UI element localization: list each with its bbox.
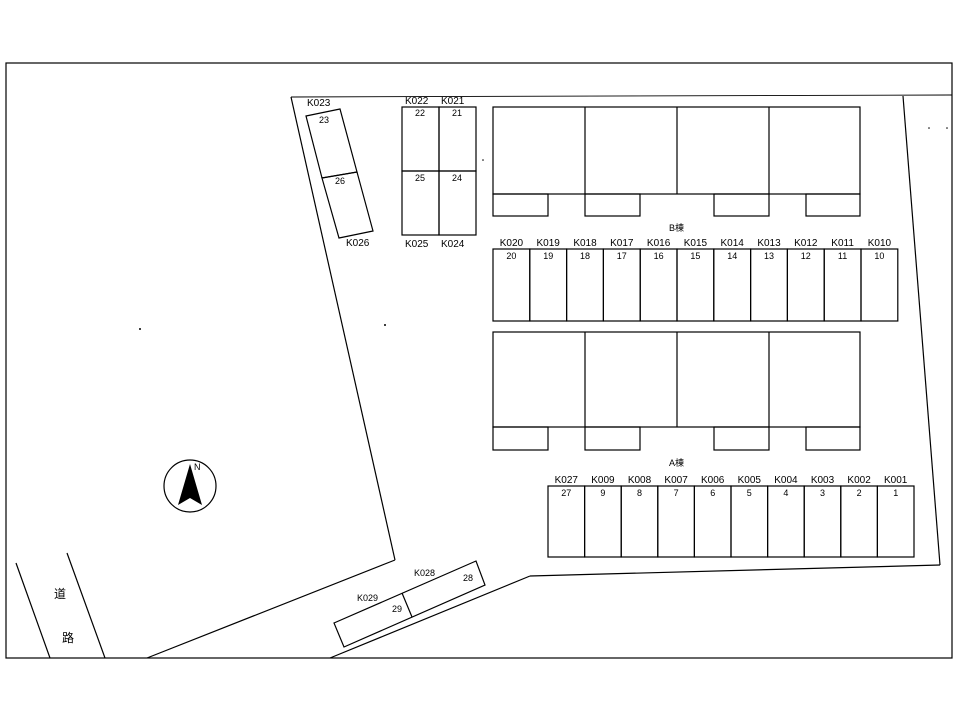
space-code-k001: K001 [884,475,908,486]
space-code-k017: K017 [610,238,634,249]
space-code-k014: K014 [721,238,745,249]
parking-space-1 [876,485,915,558]
space-code-k010: K010 [868,238,892,249]
lot-boundary-west [290,96,396,561]
parking-space-26 [321,171,374,239]
parking-space-23 [305,108,358,179]
space-code-k008: K008 [628,475,652,486]
space-number-1: 1 [893,488,898,498]
space-code-k007: K007 [664,475,688,486]
space-code-k020: K020 [500,238,524,249]
space-code-k009: K009 [591,475,615,486]
space-code-k021: K021 [441,96,465,107]
space-number-17: 17 [617,251,627,261]
space-code-k019: K019 [537,238,561,249]
space-number-27: 27 [561,488,571,498]
lot-boundary-top [290,94,953,98]
building-a [492,331,861,451]
lot-boundary-southwest [146,559,396,659]
parking-pair-bottom [333,560,486,648]
road-edge-right [66,552,106,659]
parking-space-10 [860,248,899,322]
lot-boundary-south [529,564,941,577]
space-number-22: 22 [415,108,425,118]
map-dot [139,328,141,330]
svg-text:N: N [194,462,201,472]
building-a-label: A棟 [669,457,684,468]
space-number-7: 7 [674,488,679,498]
lot-boundary-south-diagonal [329,575,531,659]
space-code-k026: K026 [346,238,370,249]
space-code-k011: K011 [831,238,854,249]
space-number-6: 6 [710,488,715,498]
space-code-k004: K004 [774,475,798,486]
space-number-8: 8 [637,488,642,498]
space-number-20: 20 [506,251,516,261]
space-number-15: 15 [690,251,700,261]
space-number-26: 26 [335,176,345,186]
space-number-11: 11 [838,251,847,261]
space-code-k029: K029 [357,593,378,603]
space-code-k002: K002 [847,475,871,486]
space-number-12: 12 [801,251,811,261]
space-code-k027: K027 [555,475,579,486]
parking-space-24 [438,170,477,236]
space-number-19: 19 [543,251,553,261]
north-compass-icon: N [163,459,217,513]
space-code-k013: K013 [757,238,781,249]
space-code-k024: K024 [441,239,465,250]
space-number-4: 4 [783,488,788,498]
map-dot [384,324,386,326]
space-number-21: 21 [452,108,462,118]
lot-boundary-east [902,95,941,566]
road-label-1: 道 [54,587,66,601]
space-number-23: 23 [319,115,329,125]
building-b [492,106,861,217]
space-number-29: 29 [392,604,402,614]
space-code-k023: K023 [307,98,331,109]
road-edge-left [15,562,51,659]
space-code-k018: K018 [573,238,597,249]
map-dot [946,127,948,129]
parking-row-a: K027 27 K009 9 K008 8 K007 7 K006 6 K005 5 K004 4 K003… [547,475,915,558]
space-number-3: 3 [820,488,825,498]
space-code-k012: K012 [794,238,818,249]
space-code-k003: K003 [811,475,835,486]
space-number-28: 28 [463,573,473,583]
space-number-13: 13 [764,251,774,261]
space-number-9: 9 [600,488,605,498]
space-number-16: 16 [654,251,664,261]
space-code-k005: K005 [738,475,762,486]
building-b-label: B棟 [669,222,684,233]
space-number-2: 2 [857,488,862,498]
map-dot [482,159,484,161]
space-code-k015: K015 [684,238,708,249]
map-dot [928,127,930,129]
space-number-25: 25 [415,173,425,183]
space-code-k028: K028 [414,568,435,578]
space-code-k016: K016 [647,238,671,249]
space-number-5: 5 [747,488,752,498]
space-number-10: 10 [874,251,884,261]
road-label-2: 路 [62,630,74,645]
space-number-24: 24 [452,173,462,183]
map-frame [5,62,953,659]
space-code-k022: K022 [405,96,429,107]
space-number-18: 18 [580,251,590,261]
parking-row-b: K020 20 K019 19 K018 18 K017 17 K016 16 K015 15 K014… [492,238,899,322]
space-number-14: 14 [727,251,737,261]
space-code-k006: K006 [701,475,725,486]
space-code-k025: K025 [405,239,429,250]
